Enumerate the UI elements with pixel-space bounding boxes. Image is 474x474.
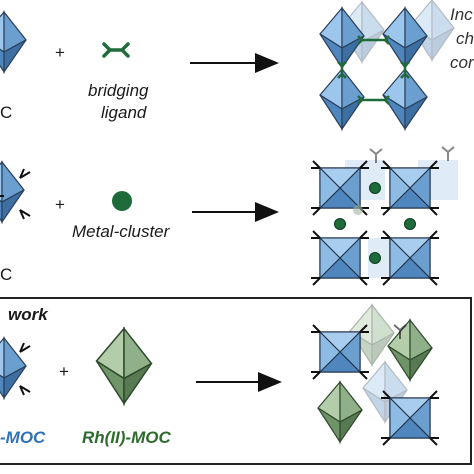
row1-moc-octahedron <box>0 11 27 73</box>
bridging-label-line2: ligand <box>101 103 147 122</box>
this-work-title: work <box>8 305 48 324</box>
row1-moc-label: C <box>0 103 13 122</box>
metal-cluster-icon <box>112 191 132 211</box>
row3-moc-with-ligands <box>0 337 31 399</box>
rh-moc-label: Rh(II)-MOC <box>82 428 171 447</box>
row2-plus-sign: + <box>55 195 65 214</box>
row1-framework-product <box>319 0 455 130</box>
row3-moc-label: -MOC <box>0 428 46 447</box>
row2-moc-with-ligands <box>0 161 31 223</box>
metal-cluster-label: Metal-cluster <box>72 222 170 241</box>
this-work-frame <box>0 297 472 465</box>
row1-plus-sign: + <box>55 43 65 62</box>
side-text-line1: Inc <box>450 5 473 24</box>
side-text-line3: cor <box>450 53 474 72</box>
row3-plus-sign: + <box>59 362 69 381</box>
bridging-label-line1: bridging <box>88 81 149 100</box>
side-text-line2: ch <box>456 29 474 48</box>
row2-moc-label: C <box>0 265 13 284</box>
bridging-ligand-icon <box>102 42 130 58</box>
row2-framework-product <box>310 146 458 286</box>
